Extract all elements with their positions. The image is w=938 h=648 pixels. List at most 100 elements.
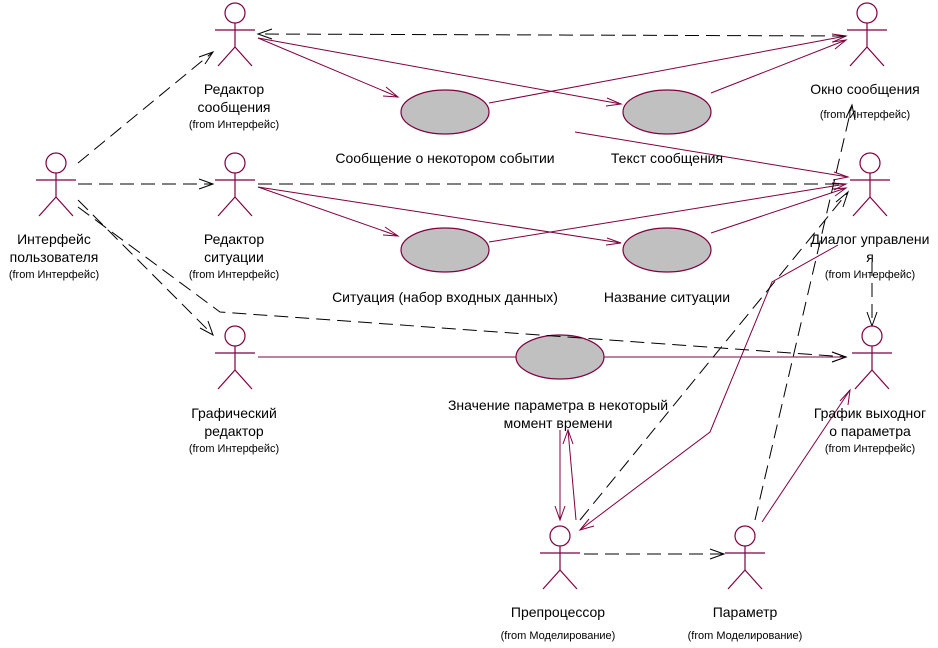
actor-message-window[interactable] [847,2,887,67]
actor-control-dialog[interactable] [850,152,890,217]
actor-name: Препроцессор [510,604,606,620]
dep-user-meditor [77,51,214,164]
arrowhead [198,178,215,190]
actor-head [861,325,883,347]
label-preprocessor: Препроцессор (from Моделирование) [501,603,616,645]
actor-user-interface[interactable] [36,152,76,217]
arrowhead [845,103,856,121]
actor-body [725,546,765,590]
actor-package: (from Интерфейс) [188,443,280,455]
actor-name: я [866,249,874,265]
label-graphic-editor: Графический редактор (from Интерфейс) [189,404,279,458]
associations [257,33,851,531]
assoc-seditor-name [257,186,622,244]
dep-user-geditor [77,199,214,336]
actor-package: (from Моделирование) [687,630,803,642]
actor-situation-editor[interactable] [215,152,255,217]
arrowhead [709,548,726,560]
label-user-interface: Интерфейс пользователя (from Интерфейс) [9,230,99,284]
label-usecase-param-value: Значение параметра в некоторый момент вр… [448,396,668,432]
actor-package: (from Интерфейс) [824,443,916,455]
usecase-label: Текст сообщения [610,150,724,166]
actor-parameter[interactable] [725,525,765,590]
arrowhead [578,518,595,531]
usecase-param-value[interactable] [515,334,605,380]
actor-name: ситуации [204,249,264,265]
actor-package: (from Моделирование) [500,630,616,642]
actor-output-chart[interactable] [852,325,892,390]
arrowhead [562,428,574,445]
arrowhead [198,51,215,65]
actor-package: (from Интерфейс) [824,269,916,281]
label-usecase-message-text: Текст сообщения [611,149,723,167]
actor-package: (from Интерфейс) [8,269,100,281]
actor-name: График выходног [813,405,927,421]
actor-body [215,23,255,67]
dep-window-meditor [257,33,847,37]
dep-user-chart [77,206,847,358]
label-situation-editor: Редактор ситуации (from Интерфейс) [189,230,279,284]
assoc-event-dialog [574,131,849,178]
label-output-chart: График выходног о параметра (from Интерф… [814,404,926,458]
actor-head [224,152,246,174]
assoc-event-window [488,35,847,104]
assoc-preproc-param [567,429,577,521]
label-parameter: Параметр (from Моделирование) [688,603,803,645]
dep-parameter-window [754,104,853,521]
arrowhead [605,237,622,246]
actor-name: Параметр [712,604,778,620]
actor-package: (from Интерфейс) [188,119,280,131]
usecase-situation-name[interactable] [622,227,712,273]
actor-head [734,525,756,547]
actor-name: Окно сообщения [810,81,920,97]
actor-head [859,152,881,174]
label-control-dialog: Диалог управлени я (from Интерфейс) [811,230,930,284]
dependencies [77,28,878,560]
actor-graphic-editor[interactable] [215,325,255,390]
actor-name: Диалог управлени [810,231,930,247]
actor-name: Редактор [203,81,265,97]
actor-body [215,346,255,390]
usecase-event-message[interactable] [400,89,490,135]
arrowhead [835,190,850,208]
assoc-name-dialog [710,187,847,234]
actor-name: Интерфейс [17,231,91,247]
actor-head [549,525,571,547]
assoc-parameter-chart [761,389,851,523]
actor-head [45,152,67,174]
arrowhead [831,351,848,363]
arrowhead [839,388,851,406]
arrowhead [832,171,850,181]
label-usecase-situation-name: Название ситуации [604,288,730,306]
actor-body [36,173,76,217]
actor-message-editor[interactable] [215,2,255,67]
actor-preprocessor[interactable] [540,525,580,590]
actor-name: Редактор [203,231,265,247]
usecase-message-text[interactable] [622,89,712,135]
actor-head [224,2,246,24]
arrowhead [256,28,273,40]
arrowhead [831,182,848,191]
actor-package: (from Интерфейс) [188,269,280,281]
actor-name: пользователя [9,249,99,265]
assoc-seditor-situation [257,186,399,237]
actor-head [224,325,246,347]
assoc-dialog-preproc [579,244,839,531]
assoc-editor-text [257,37,622,105]
arrowhead [831,187,848,197]
arrowhead [831,39,848,50]
actor-body [847,23,887,67]
label-message-editor: Редактор сообщения (from Интерфейс) [189,80,279,134]
usecase-label: момент времени [503,415,613,431]
actor-head [856,2,878,24]
usecase-situation[interactable] [400,227,490,273]
assoc-situation-dialog [488,183,847,243]
actor-body [850,173,890,217]
actor-name: редактор [204,423,264,439]
usecase-label: Значение параметра в некоторый [447,397,669,413]
assoc-text-window [710,39,847,94]
label-message-window: Окно сообщения (from Интерфейс) [810,80,919,124]
arrowhead [605,97,623,107]
